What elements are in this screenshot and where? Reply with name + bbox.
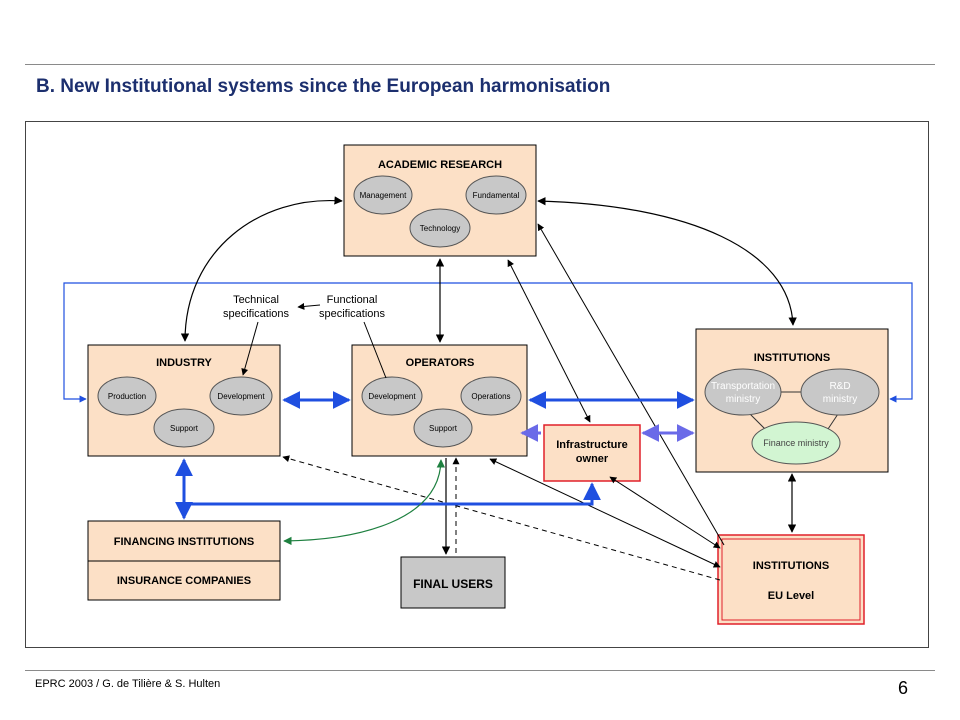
rd-ministry-label: ministry [823,394,857,405]
operators-development-label: Development [368,392,416,401]
svg-text:Technical: Technical [233,294,279,306]
academic-title: ACADEMIC RESEARCH [378,159,502,171]
page-number: 6 [898,678,909,698]
industry-box: INDUSTRY Production Development Support [87,344,281,457]
svg-text:specifications: specifications [223,308,290,320]
operations-ellipse: Operations [460,376,522,416]
finance-ministry-ellipse: Finance ministry [751,421,841,465]
bottom-rule [25,670,935,671]
academic-institutions-arrow [537,197,797,326]
industry-support-ellipse: Support [153,408,215,448]
infrastructure-owner-box: Infrastructure owner [543,424,641,482]
operators-box: OPERATORS Development Operations Support [351,344,528,457]
functional-spec-pointer [363,321,387,379]
operations-label: Operations [471,392,510,401]
footer-credit: EPRC 2003 / G. de Tilière & S. Hulten [35,678,221,690]
eu-subtitle: EU Level [768,590,814,602]
transportation-ministry-label: ministry [726,394,760,405]
industry-support-label: Support [170,424,199,433]
transportation-ministry-ellipse: Transportation ministry [704,368,782,416]
final-users-label: FINAL USERS [413,577,493,591]
industry-title: INDUSTRY [156,357,212,369]
functional-to-technical-arrow [297,302,321,310]
operators-title: OPERATORS [406,357,475,369]
svg-text:specifications: specifications [319,308,386,320]
finance-ministry-label: Finance ministry [763,438,829,448]
rd-label: R&D [829,381,850,392]
academic-research-box: ACADEMIC RESEARCH Management Fundamental… [343,144,537,257]
operators-support-label: Support [429,424,458,433]
final-users-box: FINAL USERS [400,556,506,609]
management-ellipse: Management [353,175,413,215]
svg-text:Functional: Functional [327,294,378,306]
insurance-title: INSURANCE COMPANIES [117,575,251,587]
operators-support-ellipse: Support [413,408,473,448]
fundamental-label: Fundamental [473,191,520,200]
top-rule [25,64,935,65]
operators-development-ellipse: Development [361,376,423,416]
eu-institutions-box: INSTITUTIONS EU Level [717,534,865,625]
financing-operators-green [283,459,446,546]
management-label: Management [360,191,407,200]
institutions-title: INSTITUTIONS [754,352,830,364]
production-label: Production [108,392,146,401]
rd-ministry-ellipse: R&D ministry [800,368,880,416]
financing-title: FINANCING INSTITUTIONS [114,536,255,548]
tech-spec-pointer [241,321,259,376]
technology-ellipse: Technology [409,208,471,248]
institutions-box: INSTITUTIONS Transportation ministry R&D… [695,328,889,473]
production-ellipse: Production [97,376,157,416]
infra-line1: Infrastructure [556,439,628,451]
diagram-frame [25,121,929,648]
technical-specifications-label: Technical specifications [223,294,290,320]
industry-development-label: Development [217,392,265,401]
technology-label: Technology [420,224,460,233]
eu-title: INSTITUTIONS [753,560,829,572]
outer-blue-loop [63,282,913,403]
infra-line2: owner [576,453,609,465]
fundamental-ellipse: Fundamental [465,175,527,215]
academic-industry-arrow [180,196,343,342]
industry-infra-financing-blue [175,458,601,506]
industry-development-ellipse: Development [209,376,273,416]
functional-specifications-label: Functional specifications [319,294,386,320]
eu-infra-arrow [609,476,721,549]
financing-institutions-box: FINANCING INSTITUTIONS INSURANCE COMPANI… [87,520,281,601]
transportation-label: Transportation [711,381,775,392]
page-title: B. New Institutional systems since the E… [36,76,611,97]
